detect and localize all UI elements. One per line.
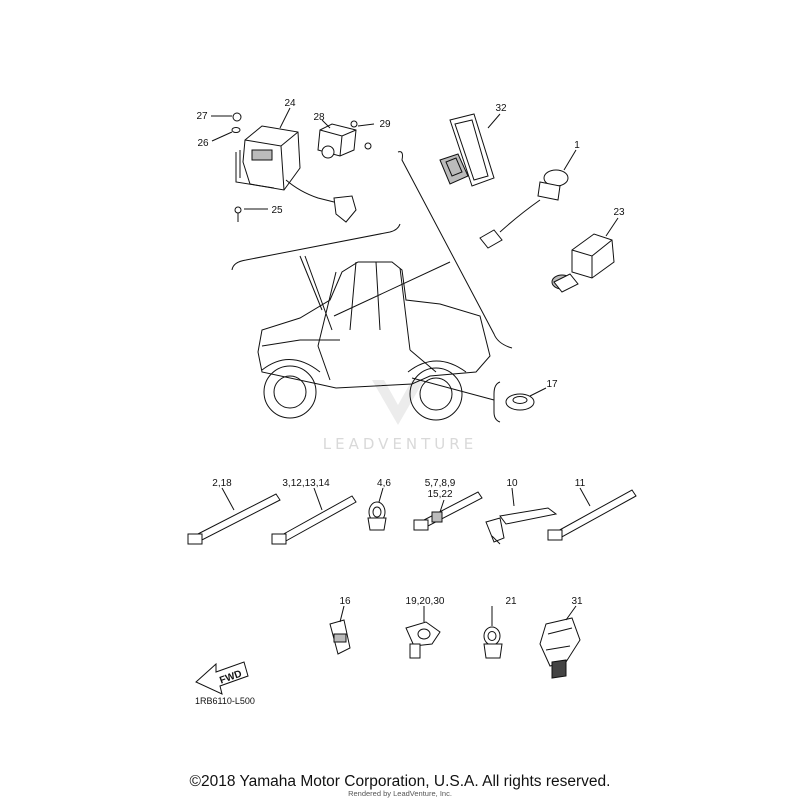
callout-4-6[interactable]: 4,6 [377, 478, 391, 489]
watermark-text: LEADVENTURE [323, 435, 477, 453]
part-31-clamp[interactable] [539, 617, 581, 679]
part-23-pressure-switch[interactable] [551, 233, 615, 293]
fwd-arrow-icon: FWD [195, 661, 249, 695]
callout-27[interactable]: 27 [196, 111, 208, 122]
rendered-by-note: Rendered by LeadVenture, Inc. [348, 789, 452, 798]
callout-28[interactable]: 28 [313, 112, 325, 123]
utv-vehicle-illustration [257, 261, 491, 421]
part-11-cable-tie[interactable] [547, 489, 637, 541]
part-16-clamp[interactable] [329, 619, 351, 655]
part-1-sensor[interactable] [479, 169, 569, 249]
callout-1[interactable]: 1 [574, 140, 580, 151]
callout-26[interactable]: 26 [197, 138, 209, 149]
part-5-7-8-9-15-22-band-clamp[interactable] [413, 491, 483, 531]
callout-29[interactable]: 29 [379, 119, 391, 130]
copyright-notice: ©2018 Yamaha Motor Corporation, U.S.A. A… [189, 773, 611, 790]
diagram-code: 1RB6110-L500 [195, 696, 255, 706]
callout-leaders [211, 107, 619, 626]
part-3-12-13-14-cable-tie[interactable] [271, 495, 357, 545]
part-32-module[interactable] [439, 113, 495, 187]
part-4-6-clip[interactable] [367, 501, 387, 531]
callout-5-7-8-9[interactable]: 5,7,8,9 [425, 478, 456, 489]
callout-24[interactable]: 24 [284, 98, 296, 109]
part-10-band-clamp[interactable] [485, 507, 558, 545]
leadventure-watermark: LEADVENTURE [323, 380, 477, 453]
callout-19-20-30[interactable]: 19,20,30 [406, 596, 445, 607]
callout-21[interactable]: 21 [505, 596, 517, 607]
callout-3-12-13-14[interactable]: 3,12,13,14 [282, 478, 330, 489]
leader-lines [231, 151, 513, 423]
part-24-switch-assembly[interactable] [231, 112, 357, 223]
part-28-switch[interactable] [317, 120, 372, 159]
callout-11[interactable]: 11 [575, 478, 586, 489]
callout-17[interactable]: 17 [546, 379, 558, 390]
callout-15-22[interactable]: 15,22 [427, 489, 452, 500]
callout-16[interactable]: 16 [339, 596, 351, 607]
part-17-grommet[interactable] [505, 393, 535, 411]
callout-23[interactable]: 23 [613, 207, 625, 218]
part-19-20-30-clamp[interactable] [405, 621, 441, 659]
callout-labels: 27 24 26 28 29 25 32 1 23 17 2,18 3,12,1… [196, 98, 625, 607]
part-2-18-cable-tie[interactable] [187, 493, 281, 545]
watermark-logo-mark [372, 380, 424, 425]
callout-2-18[interactable]: 2,18 [212, 478, 232, 489]
callout-25[interactable]: 25 [271, 205, 283, 216]
callout-31[interactable]: 31 [571, 596, 583, 607]
callout-32[interactable]: 32 [495, 103, 507, 114]
callout-10[interactable]: 10 [506, 478, 518, 489]
part-21-clamp[interactable] [483, 626, 503, 659]
